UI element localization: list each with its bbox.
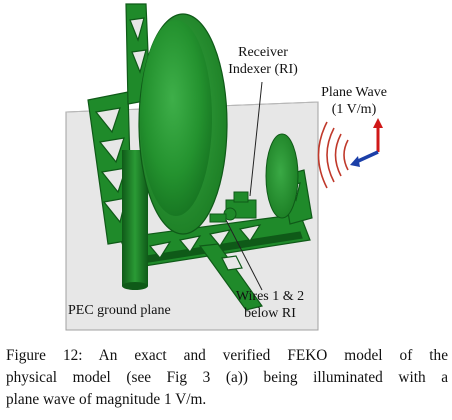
plane-wave-label-line2: (1 V/m) bbox=[331, 102, 377, 117]
plane-wave-label: Plane Wave (1 V/m) bbox=[304, 84, 404, 118]
plane-wave-arcs bbox=[317, 121, 349, 189]
plane-wave-arrows bbox=[350, 118, 383, 167]
plane-wave-label-line1: Plane Wave bbox=[321, 85, 387, 100]
caption-line-3: plane wave of magnitude 1 V/m. bbox=[6, 391, 207, 408]
wires-label: Wires 1 & 2 below RI bbox=[226, 288, 314, 322]
caption-line-1: Figure 12: An exact and verified FEKO mo… bbox=[6, 347, 448, 364]
receiver-label-line2: Indexer (RI) bbox=[228, 62, 298, 77]
small-dish-reflector bbox=[265, 133, 299, 219]
caption-line-2: physical model (see Fig 3 (a)) being ill… bbox=[6, 369, 448, 386]
receiver-indexer-label: Receiver Indexer (RI) bbox=[222, 44, 304, 78]
ground-plane-label: PEC ground plane bbox=[68, 303, 171, 318]
receiver-indexer bbox=[209, 191, 257, 223]
wires-label-line1: Wires 1 & 2 bbox=[235, 289, 305, 304]
wires-label-line2: below RI bbox=[244, 306, 296, 321]
receiver-label-line1: Receiver bbox=[238, 45, 288, 60]
figure: Receiver Indexer (RI) Plane Wave (1 V/m)… bbox=[65, 3, 404, 331]
feko-model-render bbox=[65, 3, 383, 331]
figure-caption: Figure 12: An exact and verified FEKO mo… bbox=[6, 345, 448, 411]
